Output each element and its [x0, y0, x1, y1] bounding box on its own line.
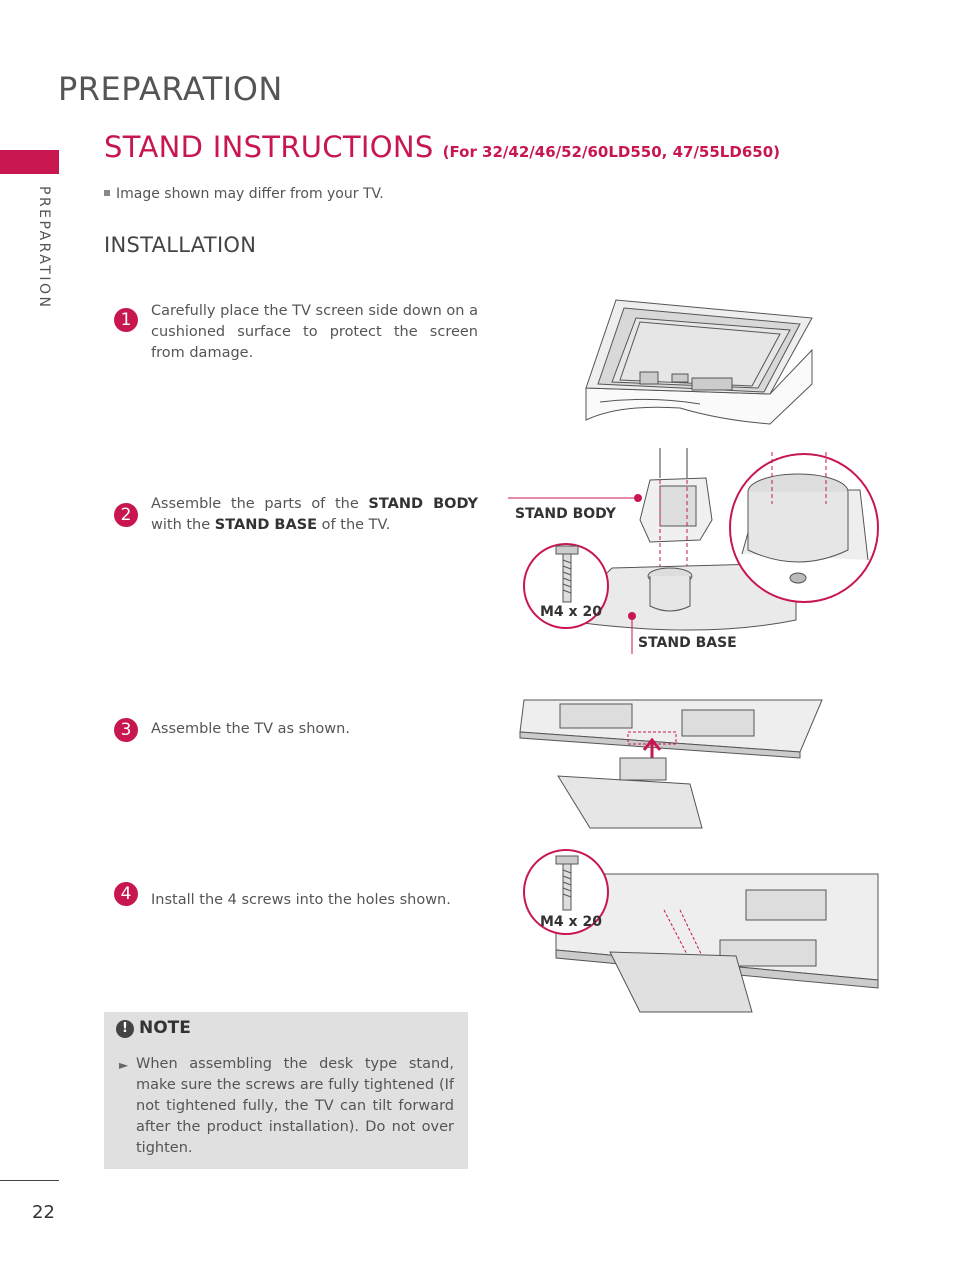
screw-spec-label-top: M4 x 20 — [540, 604, 602, 620]
step-1-number: 1 — [114, 308, 138, 332]
screw-callout-top — [523, 543, 609, 629]
section-title: STAND INSTRUCTIONS (For 32/42/46/52/60LD… — [104, 130, 780, 164]
step-2-stand-body-term: STAND BODY — [368, 496, 478, 512]
step-2-stand-assembly-diagram — [508, 448, 879, 654]
step-4-text: Install the 4 screws into the holes show… — [151, 892, 451, 908]
exclamation-icon: ! — [116, 1020, 134, 1038]
image-disclaimer-text: Image shown may differ from your TV. — [116, 186, 384, 202]
step-1-text: Carefully place the TV screen side down … — [151, 303, 478, 361]
step-4-number: 4 — [114, 882, 138, 906]
page-header-title: PREPARATION — [58, 70, 283, 108]
step-2-text-part: with the — [151, 517, 215, 533]
step-3-tv-assembly-diagram — [519, 699, 823, 829]
step-3-number: 3 — [114, 718, 138, 742]
step-3-text: Assemble the TV as shown. — [151, 721, 350, 737]
note-title: ! NOTE — [116, 1018, 191, 1038]
page-number: 22 — [32, 1202, 55, 1223]
footer-divider — [0, 1180, 59, 1181]
sidebar-section-label: PREPARATION — [36, 186, 52, 310]
step-2-text: Assemble the parts of the STAND BODY wit… — [151, 494, 478, 536]
note-text: When assembling the desk type stand, mak… — [136, 1056, 454, 1156]
note-box — [104, 1012, 468, 1169]
stand-body-label: STAND BODY — [515, 506, 616, 522]
step-1-tv-face-down-diagram — [585, 299, 813, 425]
screw-spec-label-bottom: M4 x 20 — [540, 914, 602, 930]
note-title-text: NOTE — [139, 1018, 191, 1038]
step-2-text-part: Assemble the parts of the — [151, 496, 369, 512]
step-2-stand-base-term: STAND BASE — [214, 517, 318, 533]
installation-heading: INSTALLATION — [104, 233, 257, 257]
section-title-models: (For 32/42/46/52/60LD550, 47/55LD650) — [442, 143, 780, 161]
section-title-main: STAND INSTRUCTIONS — [104, 130, 434, 164]
triangle-bullet-icon: ► — [119, 1058, 129, 1072]
square-bullet-icon — [104, 190, 110, 196]
stand-base-label: STAND BASE — [638, 635, 737, 651]
image-disclaimer: Image shown may differ from your TV. — [104, 186, 384, 202]
step-4-screw-install-diagram — [523, 849, 879, 1013]
step-2-text-part: of the TV. — [317, 517, 391, 533]
sidebar-accent-tab — [0, 150, 59, 174]
step-2-number: 2 — [114, 503, 138, 527]
